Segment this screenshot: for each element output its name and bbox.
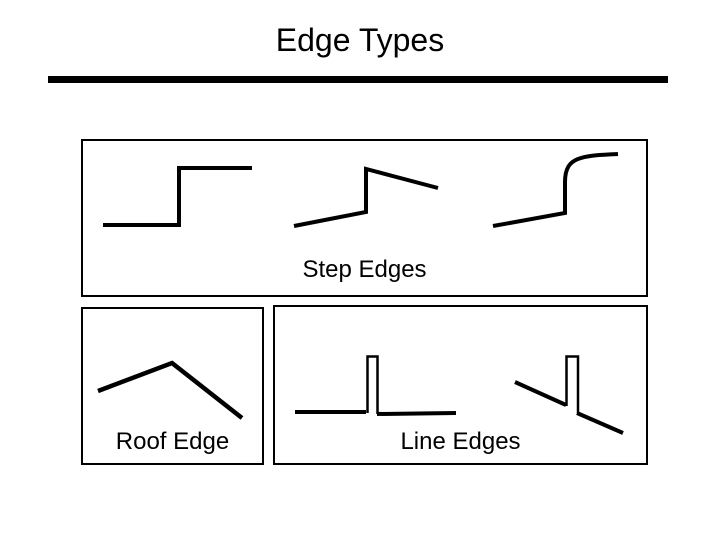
roof-edge-label: Roof Edge: [115, 428, 230, 455]
roof-edge-panel: Roof Edge: [81, 307, 264, 465]
step-edges-panel: Step Edges: [81, 139, 648, 297]
line-edges-panel: Line Edges: [273, 305, 648, 465]
line-edges-label: Line Edges: [400, 428, 521, 455]
title-underline-rule: [48, 76, 668, 83]
step-edges-label: Step Edges: [302, 256, 427, 283]
page-title: Edge Types: [275, 22, 445, 58]
